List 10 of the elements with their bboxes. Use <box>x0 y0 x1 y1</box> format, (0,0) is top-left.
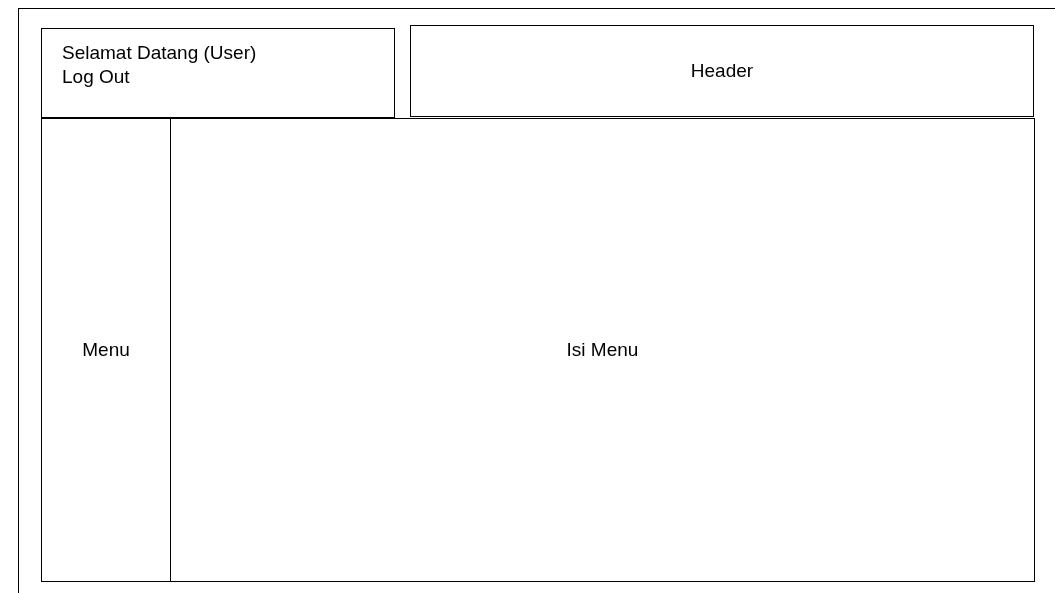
page-frame <box>18 8 1055 593</box>
menu-panel <box>41 118 171 582</box>
panel-text: Selamat Datang (User) <box>62 41 257 65</box>
panel-text: Isi Menu <box>566 338 639 362</box>
content-panel <box>170 118 1035 582</box>
log-out-link: Log Out <box>62 65 130 89</box>
panel-text: Header <box>690 59 754 83</box>
user-panel <box>41 28 395 118</box>
header-panel <box>410 25 1034 117</box>
panel-text: Menu <box>82 338 130 362</box>
